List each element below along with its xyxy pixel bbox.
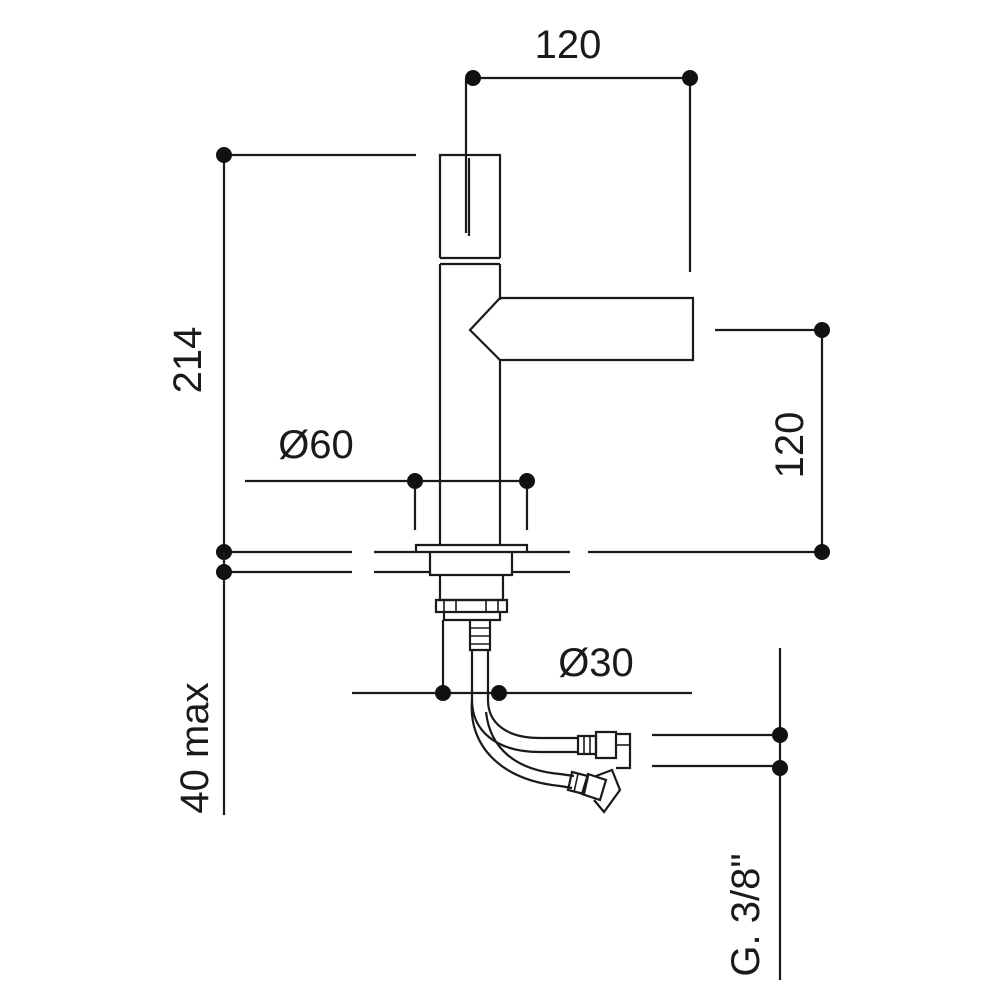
faucet-handle: [438, 153, 502, 258]
dim-connection-thread: G. 3/8": [652, 648, 788, 980]
dim-counter-thickness: 40 max: [173, 552, 232, 815]
faucet-body: [414, 153, 695, 652]
mounting-nut: [434, 598, 509, 614]
hose-lower-end: [593, 768, 622, 814]
dim-spout-reach: 120: [464, 23, 698, 272]
spout-height-label: 120: [768, 412, 812, 479]
base-diameter-label: Ø60: [278, 423, 354, 467]
flexible-hoses: [470, 650, 632, 814]
dim-total-height: 214: [166, 147, 416, 560]
threaded-stud: [468, 620, 492, 652]
counter-top: [222, 550, 822, 574]
dim-shank-diameter: Ø30: [352, 620, 692, 701]
mounting-ring: [428, 552, 514, 577]
total-height-label: 214: [166, 327, 210, 394]
mounting-shank: [438, 575, 505, 602]
faucet-spout: [468, 296, 695, 362]
counter-thickness-label: 40 max: [173, 682, 217, 813]
shank-diameter-label: Ø30: [558, 641, 634, 685]
hose-upper-nut: [594, 730, 618, 760]
hose-lower-nut: [580, 772, 608, 802]
hose-upper-ferrule: [576, 734, 598, 756]
connection-thread-label: G. 3/8": [724, 853, 768, 976]
base-flange: [414, 543, 529, 554]
spout-reach-label: 120: [535, 23, 602, 67]
dim-spout-height: 120: [715, 322, 830, 560]
dim-base-diameter: Ø60: [245, 423, 535, 530]
mounting-washer: [442, 612, 502, 622]
hose-lower: [470, 699, 573, 790]
hose-upper-end: [616, 732, 632, 770]
